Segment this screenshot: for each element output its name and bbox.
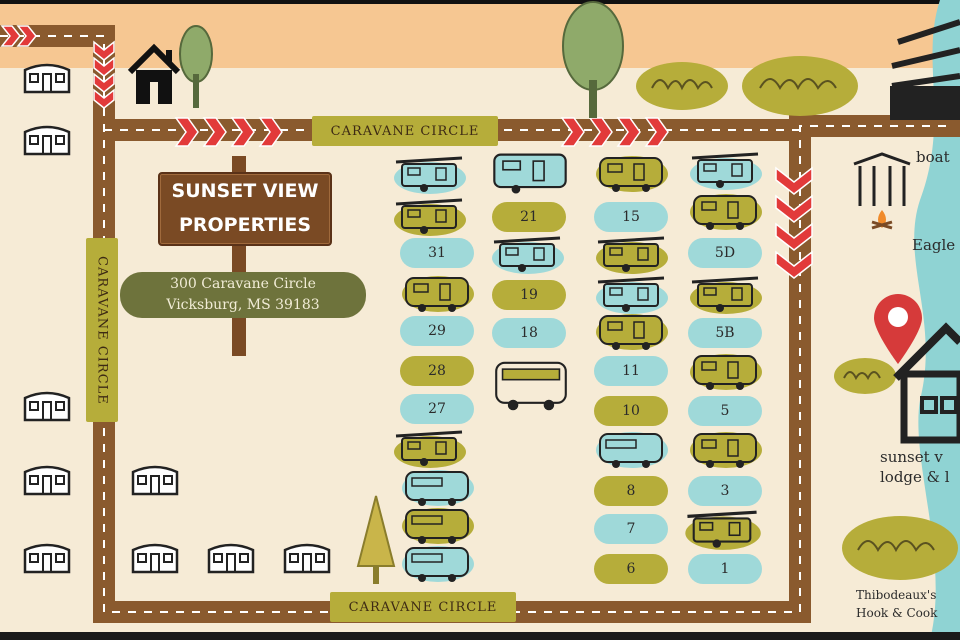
lot-marker[interactable]: 3: [688, 476, 762, 506]
lot-marker[interactable]: 5D: [688, 238, 762, 268]
cabin-icon: [23, 543, 71, 574]
rv-trailer-icon: [394, 198, 466, 236]
address-line1: 300 Caravane Circle: [170, 276, 316, 292]
road-label-bottom: CARAVANE CIRCLE: [330, 592, 516, 622]
rv-camper-icon: [493, 153, 567, 194]
shrub-icon: [834, 358, 896, 394]
rv-motorhome-icon: [596, 432, 668, 468]
lodge-label-line2: lodge & l: [880, 468, 950, 486]
tree-icon: [179, 25, 213, 108]
lot-marker[interactable]: 31: [400, 238, 474, 268]
shrub-icon: [742, 56, 858, 116]
shrub-icon: [842, 516, 958, 580]
lot-marker[interactable]: 11: [594, 356, 668, 386]
sign-title-line1: SUNSET VIEW: [171, 180, 319, 202]
rv-trailer-icon: [394, 156, 466, 194]
rv-camper-icon: [690, 432, 762, 468]
rv-trailer-icon: [394, 430, 466, 468]
rv-trailer-icon: [690, 152, 762, 190]
restaurant-label-line2: Hook & Cook: [856, 606, 938, 620]
lodge-label-line1: sunset v: [880, 448, 943, 466]
map-frame-bottom: [0, 632, 960, 640]
lot-marker[interactable]: 7: [594, 514, 668, 544]
rv-camper-icon: [596, 314, 668, 350]
cabin-icon: [23, 125, 71, 156]
river: [914, 0, 960, 640]
cabin-icon: [23, 391, 71, 422]
lot-marker[interactable]: 5B: [688, 318, 762, 348]
lodge-icon: [893, 322, 960, 444]
rv-trailer-icon: [596, 276, 668, 314]
rv-trailer-icon: [690, 276, 762, 314]
pine-tree-icon: [356, 495, 396, 584]
sign-board: SUNSET VIEW PROPERTIES: [158, 172, 332, 246]
rv-camper-icon: [402, 276, 474, 312]
dock-icon: [890, 19, 960, 120]
lot-marker[interactable]: 19: [492, 280, 566, 310]
lot-marker[interactable]: 28: [400, 356, 474, 386]
map-frame-top: [0, 0, 960, 4]
rv-motorhome-icon: [495, 361, 567, 411]
tree-icon: [562, 1, 624, 118]
shrub-icon: [636, 62, 728, 110]
lot-marker[interactable]: 6: [594, 554, 668, 584]
rv-camper-icon: [690, 194, 762, 230]
address-line2: Vicksburg, MS 39183: [166, 297, 320, 313]
lot-marker[interactable]: 1: [688, 554, 762, 584]
cabin-icon: [283, 543, 331, 574]
cabin-icon: [131, 465, 179, 496]
rv-trailer-icon: [596, 236, 668, 274]
cabin-icon: [23, 465, 71, 496]
eagle-label: Eagle: [912, 236, 956, 254]
restaurant-label-line1: Thibodeaux's: [856, 588, 937, 602]
rv-trailer-icon: [492, 236, 564, 274]
cabin-icon: [131, 543, 179, 574]
sign-title-line2: PROPERTIES: [178, 214, 312, 236]
road-label-left: CARAVANE CIRCLE: [86, 238, 118, 422]
rv-motorhome-icon: [402, 546, 474, 582]
lot-marker[interactable]: 10: [594, 396, 668, 426]
cabin-icon: [207, 543, 255, 574]
campfire-pavilion-icon: [853, 152, 911, 230]
rv-motorhome-icon: [402, 508, 474, 544]
road-label-top: CARAVANE CIRCLE: [312, 116, 498, 146]
house-icon: [127, 43, 181, 104]
location-pin-icon: [874, 294, 922, 364]
lot-marker[interactable]: 29: [400, 316, 474, 346]
lot-marker[interactable]: 8: [594, 476, 668, 506]
lot-marker[interactable]: 5: [688, 396, 762, 426]
boat-label: boat: [916, 148, 950, 166]
rv-camper-icon: [690, 354, 762, 390]
lot-marker[interactable]: 27: [400, 394, 474, 424]
cabin-icon: [23, 63, 71, 94]
rv-motorhome-icon: [402, 470, 474, 506]
rv-camper-icon: [596, 156, 668, 192]
rv-trailer-icon: [685, 510, 761, 550]
lot-marker[interactable]: 21: [492, 202, 566, 232]
lot-marker[interactable]: 15: [594, 202, 668, 232]
lot-marker[interactable]: 18: [492, 318, 566, 348]
address-badge: 300 Caravane Circle Vicksburg, MS 39183: [120, 272, 366, 318]
